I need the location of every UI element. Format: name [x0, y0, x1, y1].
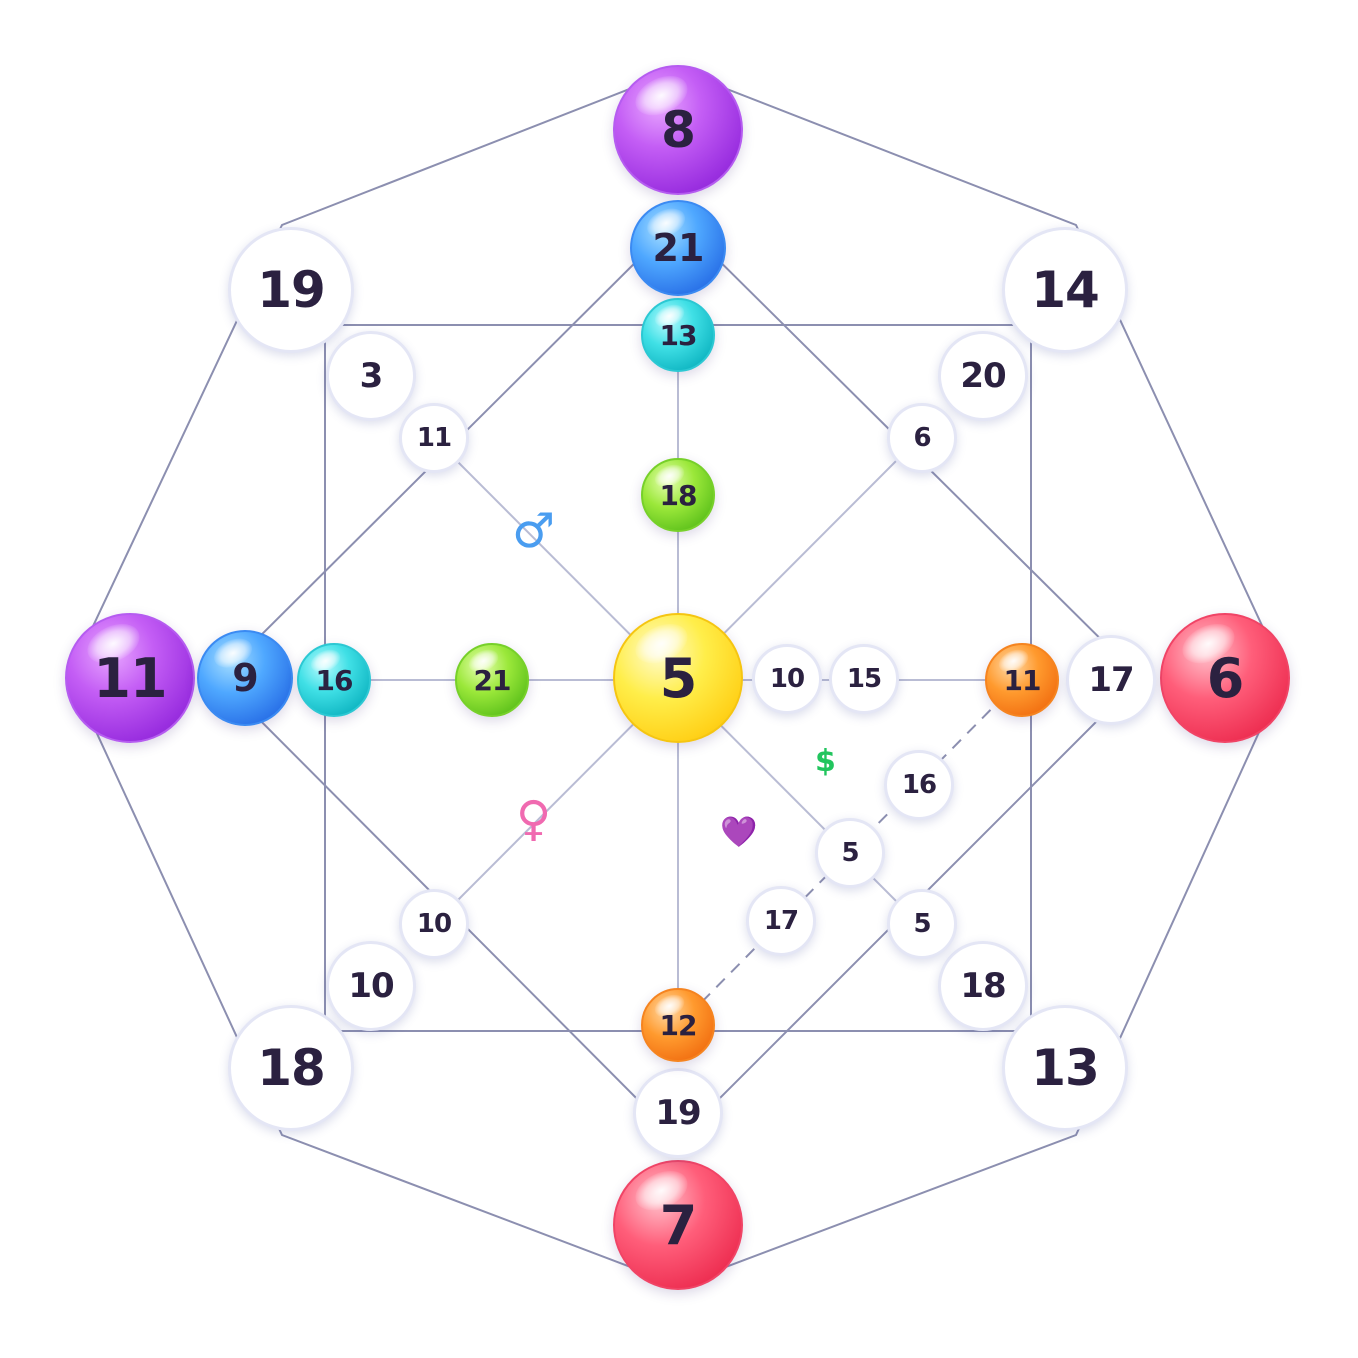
node-corner-bl-mid: 10 [326, 941, 416, 1031]
node-corner-br-outer: 13 [1002, 1005, 1128, 1131]
node-corner-br-inner: 5 [887, 889, 957, 959]
heart-icon: 💜 [720, 815, 758, 850]
node-corner-br-mid: 18 [938, 941, 1028, 1031]
node-right-inner-b: 15 [829, 644, 899, 714]
node-money-line-upper: 16 [884, 750, 954, 820]
node-left-outer: 11 [65, 613, 195, 743]
node-left-second: 9 [197, 630, 293, 726]
node-money-line-lower: 17 [746, 886, 816, 956]
node-corner-tr-outer: 14 [1002, 227, 1128, 353]
money-line [677, 679, 1021, 1027]
node-bottom-third: 12 [641, 988, 715, 1062]
node-left-third: 16 [297, 643, 371, 717]
node-top-third: 13 [641, 298, 715, 372]
money-symbol-icon: $ [815, 744, 836, 779]
node-corner-tl-mid: 3 [326, 331, 416, 421]
male-symbol-icon: ♂ [512, 503, 556, 559]
node-bottom-outer: 7 [613, 1160, 743, 1290]
node-top-second: 21 [630, 200, 726, 296]
node-right-second: 17 [1066, 635, 1156, 725]
node-corner-bl-inner: 10 [399, 889, 469, 959]
node-top-fourth: 18 [641, 458, 715, 532]
node-corner-tr-inner: 6 [887, 403, 957, 473]
node-right-inner-a: 10 [752, 644, 822, 714]
node-corner-tr-mid: 20 [938, 331, 1028, 421]
node-center: 5 [613, 613, 743, 743]
node-right-outer: 6 [1160, 613, 1290, 743]
node-corner-tl-outer: 19 [228, 227, 354, 353]
node-right-third: 11 [985, 643, 1059, 717]
node-top-outer: 8 [613, 65, 743, 195]
female-symbol-icon: ♀ [516, 791, 552, 847]
node-corner-bl-outer: 18 [228, 1005, 354, 1131]
node-bottom-second: 19 [633, 1068, 723, 1158]
node-corner-tl-inner: 11 [399, 403, 469, 473]
node-left-fourth: 21 [455, 643, 529, 717]
node-money-line-center: 5 [815, 818, 885, 888]
